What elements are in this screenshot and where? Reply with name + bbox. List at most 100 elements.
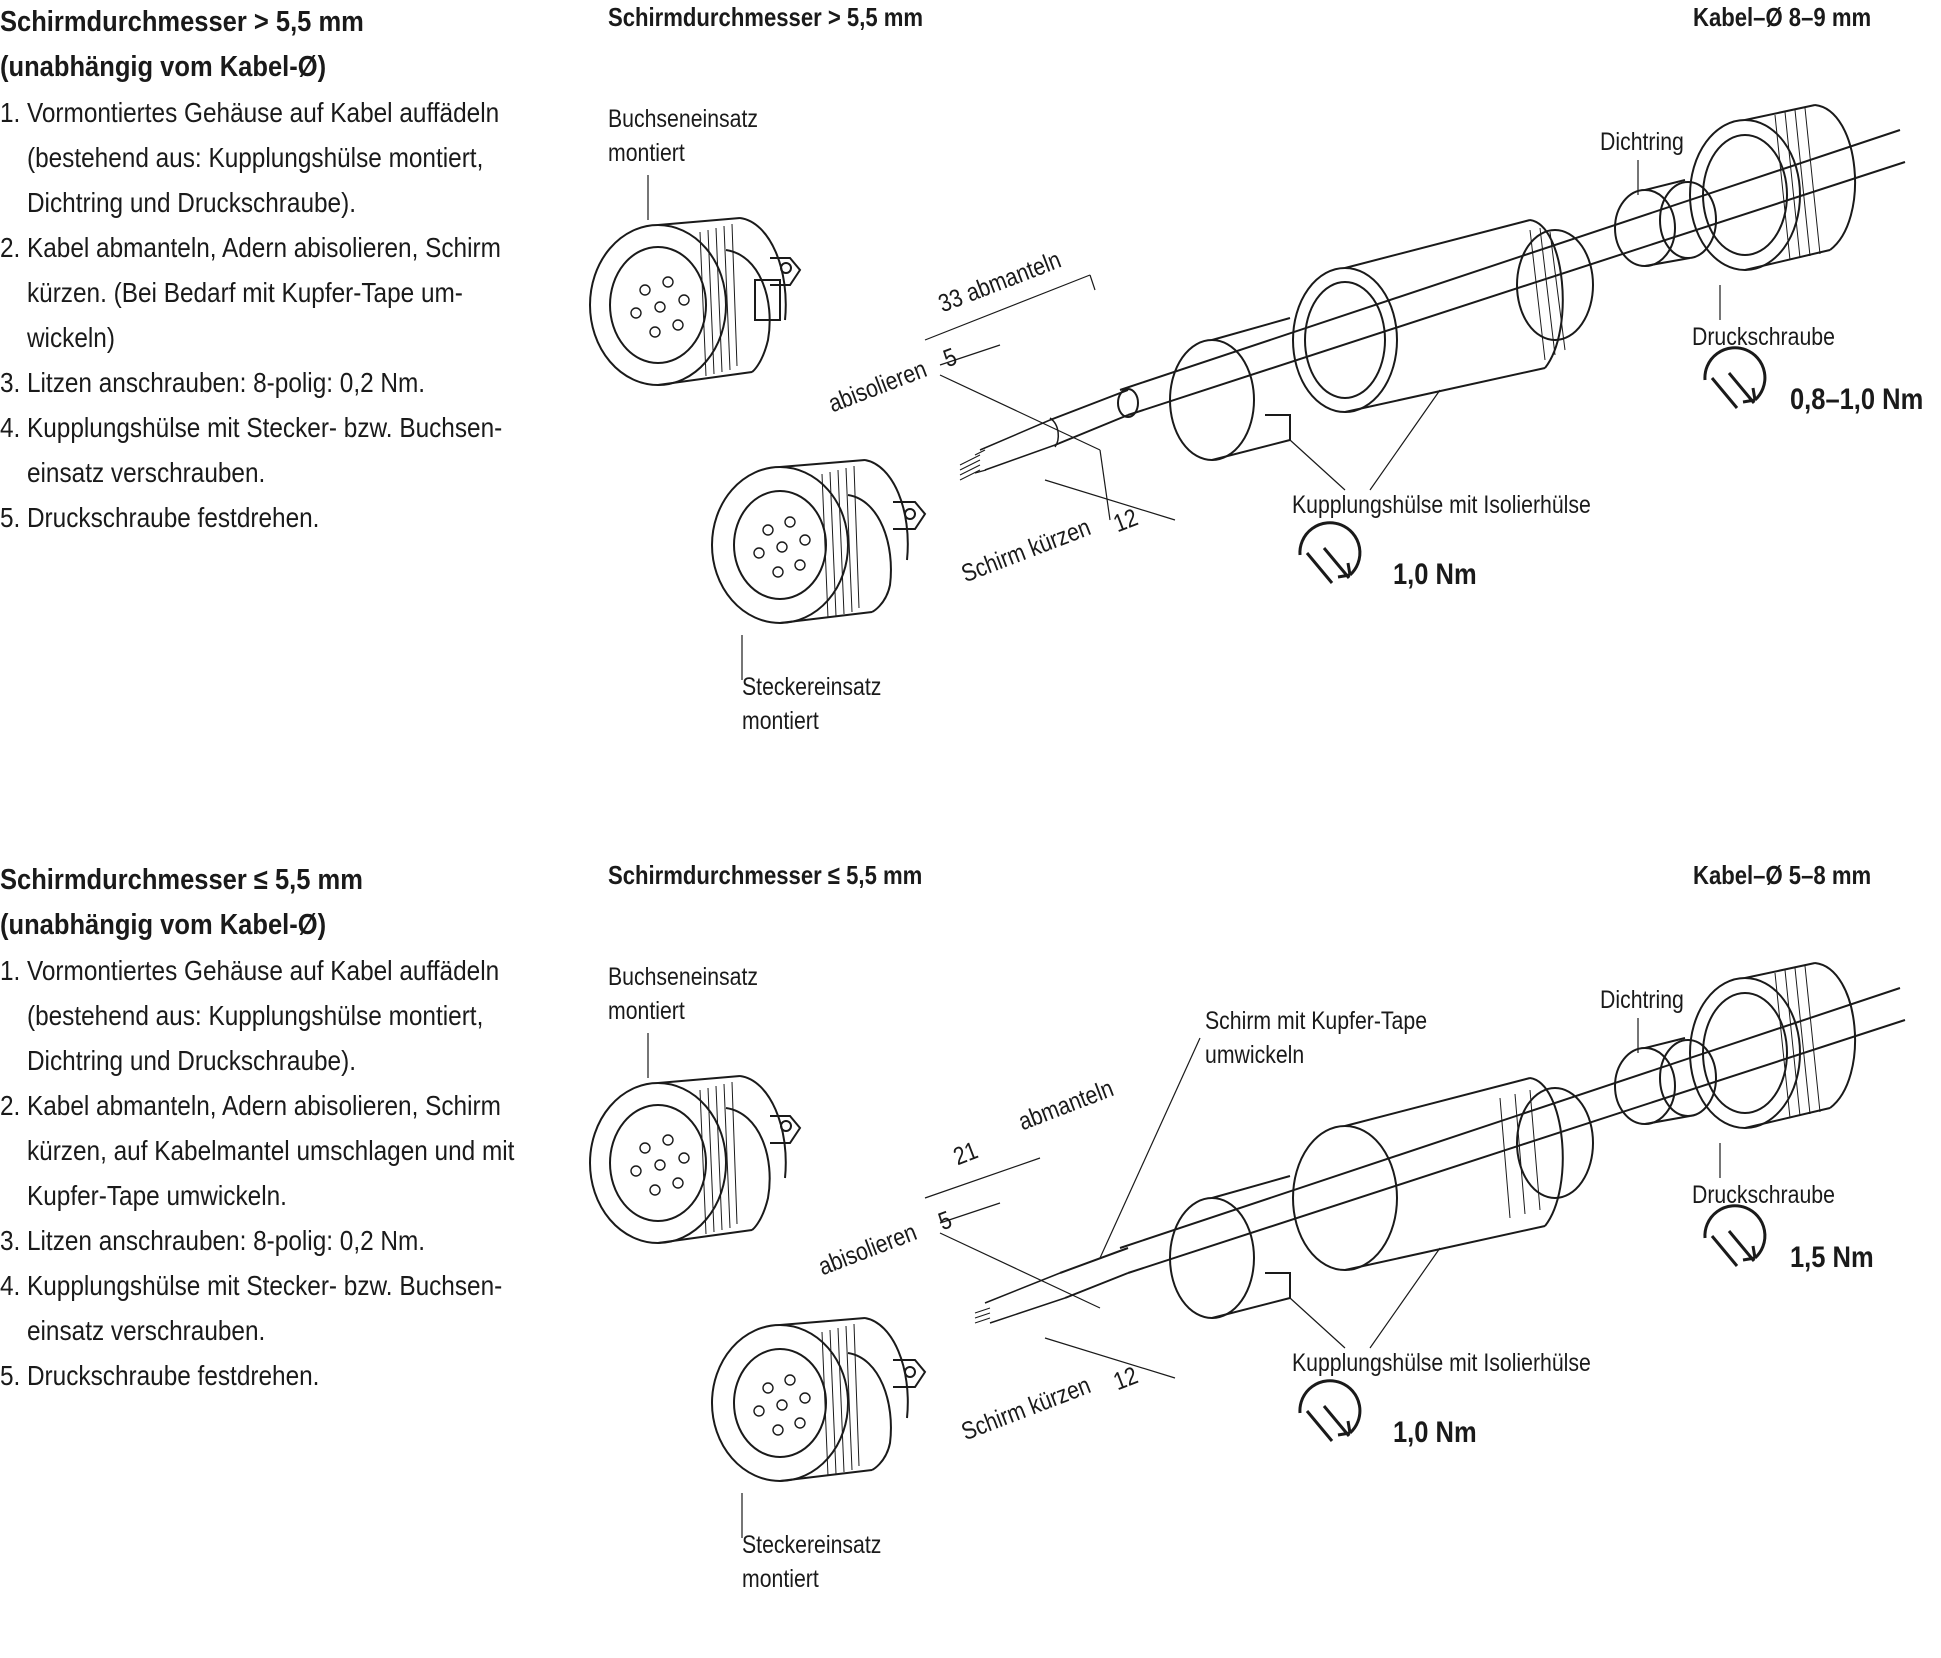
wrench-torque-icon-pressure-screw [1703, 346, 1767, 409]
dimension-lines [924, 1157, 1176, 1379]
assembly-section-shield-large: Schirmdurchmesser > 5,5 mm (unabhängig v… [0, 0, 1941, 800]
instructions-steps: 1.Vormontiertes Gehäuse auf Kabel auffäd… [0, 90, 560, 540]
step-text: einsatz verschrauben. [26, 457, 266, 488]
assembly-section-shield-small: Schirmdurchmesser ≤ 5,5 mm (unabhängig v… [0, 858, 1941, 1658]
step-item: 1.Vormontiertes Gehäuse auf Kabel auffäd… [0, 948, 499, 993]
wrench-torque-icon-pressure-screw [1703, 1204, 1767, 1267]
step-number: 5. [0, 1360, 21, 1391]
coupling-sleeve-label: Kupplungshülse mit Isolierhülse [1292, 1349, 1591, 1377]
pressure-screw-torque: 0,8–1,0 Nm [1790, 383, 1924, 416]
insulation-sleeve-icon [1169, 317, 1291, 461]
plug-insert-label-line2: montiert [742, 1565, 819, 1593]
drawing-header-right: Kabel–Ø 5–8 mm [1693, 860, 1872, 890]
step-text: Dichtring und Druckschraube). [26, 1045, 356, 1076]
exploded-assembly-drawing: Schirmdurchmesser > 5,5 mm Kabel–Ø 8–9 m… [0, 0, 1941, 800]
drawing-header-right: Kabel–Ø 8–9 mm [1693, 2, 1872, 32]
step-item: 5.Druckschraube festdrehen. [0, 1353, 487, 1398]
assembly-line-art [589, 962, 1906, 1538]
step-text: wickeln) [26, 322, 115, 353]
plug-insert-icon [711, 459, 927, 624]
seal-ring-icon [1614, 1037, 1717, 1125]
drawing-header-left: Schirmdurchmesser > 5,5 mm [608, 2, 924, 32]
step-item: 3.Litzen anschrauben: 8-polig: 0,2 Nm. [0, 1218, 487, 1263]
instructions-title: Schirmdurchmesser ≤ 5,5 mm [0, 864, 363, 896]
coupling-sleeve-icon [1292, 1077, 1594, 1271]
leader-lines [647, 160, 1721, 680]
socket-insert-icon [589, 217, 802, 386]
socket-insert-label-line2: montiert [608, 139, 685, 167]
step-text: Kabel abmanteln, Adern abisolieren, Schi… [26, 1090, 501, 1121]
instructions-steps: 1.Vormontiertes Gehäuse auf Kabel auffäd… [0, 948, 560, 1398]
step-item: Dichtring und Druckschraube). [0, 1038, 487, 1083]
plug-insert-label-line2: montiert [742, 707, 819, 735]
step-text: Kupplungshülse mit Stecker- bzw. Buchsen… [26, 412, 503, 443]
step-item: 1.Vormontiertes Gehäuse auf Kabel auffäd… [0, 90, 499, 135]
step-item: Dichtring und Druckschraube). [0, 180, 487, 225]
coupling-sleeve-icon [1292, 219, 1594, 413]
step-text: Kupplungshülse mit Stecker- bzw. Buchsen… [26, 1270, 503, 1301]
cable-icon [974, 987, 1906, 1324]
coupling-torque: 1,0 Nm [1393, 558, 1477, 591]
instructions-panel: Schirmdurchmesser ≤ 5,5 mm (unabhängig v… [0, 858, 560, 1398]
step-text: Druckschraube festdrehen. [26, 1360, 320, 1391]
coupling-torque: 1,0 Nm [1393, 1416, 1477, 1449]
step-item: einsatz verschrauben. [0, 450, 487, 495]
step-item: wickeln) [0, 315, 487, 360]
shield-tape-label: Schirm mit Kupfer-Tape [1205, 1007, 1428, 1035]
seal-ring-label: Dichtring [1600, 128, 1684, 156]
step-item: (bestehend aus: Kupplungshülse montiert, [0, 135, 487, 180]
socket-insert-icon [589, 1075, 802, 1244]
step-text: Kupfer-Tape umwickeln. [26, 1180, 287, 1211]
step-text: (bestehend aus: Kupplungshülse montiert, [26, 142, 484, 173]
coupling-sleeve-label: Kupplungshülse mit Isolierhülse [1292, 491, 1591, 519]
step-text: kürzen. (Bei Bedarf mit Kupfer-Tape um- [26, 277, 463, 308]
plug-insert-icon [711, 1317, 927, 1482]
instructions-title: Schirmdurchmesser > 5,5 mm [0, 6, 364, 38]
step-number: 1. [0, 955, 21, 986]
step-text: Druckschraube festdrehen. [26, 502, 320, 533]
instructions-subtitle: (unabhängig vom Kabel-Ø) [0, 909, 327, 941]
step-text: Vormontiertes Gehäuse auf Kabel auffädel… [26, 97, 500, 128]
step-number: 4. [0, 1270, 21, 1301]
pressure-screw-icon [1689, 962, 1856, 1129]
socket-insert-label: Buchseneinsatz [608, 105, 759, 133]
step-number: 2. [0, 232, 21, 263]
assembly-line-art [589, 104, 1906, 680]
step-text: (bestehend aus: Kupplungshülse montiert, [26, 1000, 484, 1031]
pressure-screw-label: Druckschraube [1692, 323, 1835, 351]
step-number: 1. [0, 97, 21, 128]
step-item: 4.Kupplungshülse mit Stecker- bzw. Buchs… [0, 405, 502, 450]
socket-insert-label-line2: montiert [608, 997, 685, 1025]
step-item: kürzen, auf Kabelmantel umschlagen und m… [0, 1128, 514, 1173]
shield-tape-label-line2: umwickeln [1205, 1041, 1305, 1069]
insulation-sleeve-icon [1169, 1175, 1291, 1319]
step-number: 2. [0, 1090, 21, 1121]
step-text: Litzen anschrauben: 8-polig: 0,2 Nm. [26, 367, 426, 398]
step-text: kürzen, auf Kabelmantel umschlagen und m… [26, 1135, 515, 1166]
drawing-header-left: Schirmdurchmesser ≤ 5,5 mm [608, 860, 923, 890]
step-item: Kupfer-Tape umwickeln. [0, 1173, 487, 1218]
step-item: (bestehend aus: Kupplungshülse montiert, [0, 993, 487, 1038]
wrench-torque-icon-coupling [1298, 521, 1362, 584]
instructions-panel: Schirmdurchmesser > 5,5 mm (unabhängig v… [0, 0, 560, 540]
step-text: einsatz verschrauben. [26, 1315, 266, 1346]
pressure-screw-icon [1689, 104, 1856, 271]
step-item: 3.Litzen anschrauben: 8-polig: 0,2 Nm. [0, 360, 487, 405]
dimension-lines [924, 274, 1176, 521]
step-item: kürzen. (Bei Bedarf mit Kupfer-Tape um- [0, 270, 487, 315]
cable-icon [959, 129, 1906, 481]
step-item: einsatz verschrauben. [0, 1308, 487, 1353]
exploded-assembly-drawing: Schirmdurchmesser ≤ 5,5 mm Kabel–Ø 5–8 m… [0, 858, 1941, 1658]
step-item: 2.Kabel abmanteln, Adern abisolieren, Sc… [0, 1083, 501, 1128]
step-text: Litzen anschrauben: 8-polig: 0,2 Nm. [26, 1225, 426, 1256]
instructions-subtitle: (unabhängig vom Kabel-Ø) [0, 51, 327, 83]
step-text: Kabel abmanteln, Adern abisolieren, Schi… [26, 232, 501, 263]
wrench-torque-icon-coupling [1298, 1379, 1362, 1442]
pressure-screw-torque: 1,5 Nm [1790, 1241, 1874, 1274]
step-number: 3. [0, 1225, 21, 1256]
step-text: Dichtring und Druckschraube). [26, 187, 356, 218]
step-number: 5. [0, 502, 21, 533]
leader-lines [647, 1018, 1721, 1538]
seal-ring-icon [1614, 179, 1717, 267]
plug-insert-label: Steckereinsatz [742, 673, 882, 701]
